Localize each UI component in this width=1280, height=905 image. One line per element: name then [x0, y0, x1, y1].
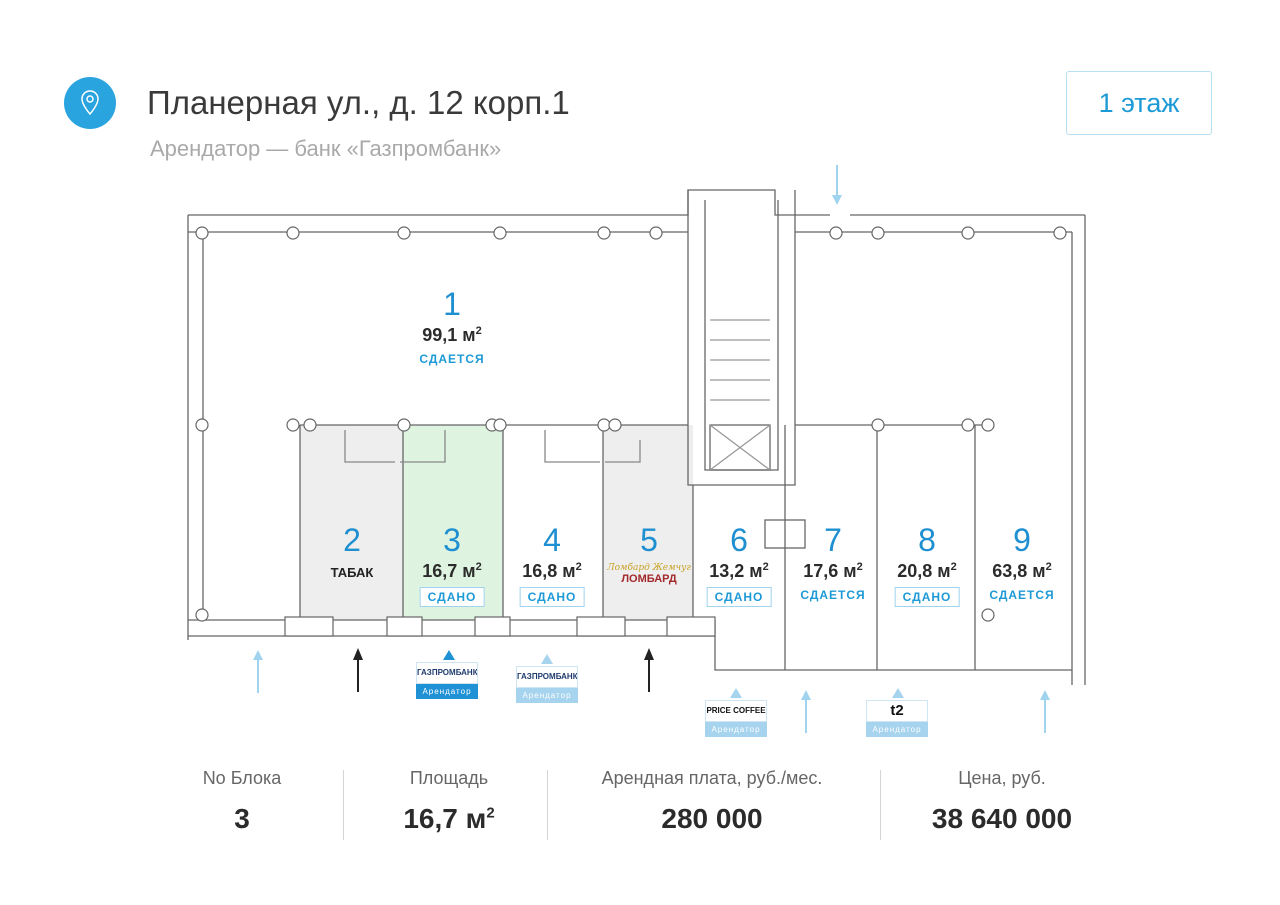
unit-area-sup: 2	[950, 561, 957, 573]
unit-area-sup: 2	[856, 561, 863, 573]
tenant-label: Арендатор	[516, 688, 578, 703]
unit-6[interactable]: 6 13,2 м2 СДАНО	[706, 522, 772, 607]
divider	[547, 770, 548, 840]
tenant-subtitle: Арендатор — банк «Газпромбанк»	[150, 136, 502, 161]
unit-status: СДАЕТСЯ	[419, 352, 485, 366]
summary-value: 3	[234, 803, 250, 834]
unit-number: 3	[443, 522, 461, 558]
unit-area-sup: 2	[762, 561, 769, 573]
unit-8[interactable]: 8 20,8 м2 СДАНО	[894, 522, 960, 607]
unit-status: СДАНО	[419, 587, 485, 607]
unit-area-sup: 2	[475, 325, 482, 337]
lombard-logo-script: Ломбард Жемчуг	[607, 563, 691, 573]
unit-number: 4	[543, 522, 561, 558]
unit-area-sup: 2	[1045, 561, 1052, 573]
unit-area-sup: 2	[475, 561, 482, 573]
unit-status: СДАЕТСЯ	[800, 588, 866, 602]
tenant-badge-price-coffee[interactable]: PRICE COFFEE Арендатор	[705, 700, 767, 737]
tenant-label: Арендатор	[705, 722, 767, 737]
summary-label: Цена, руб.	[958, 768, 1046, 788]
tenant-badge-t2[interactable]: t2 Арендатор	[866, 700, 928, 737]
tenant-badge-gazprombank[interactable]: ГАЗПРОМБАНК Арендатор	[416, 662, 478, 699]
unit-status: СДАЕТСЯ	[989, 588, 1055, 602]
unit-1[interactable]: 1 99,1 м2 СДАЕТСЯ	[419, 287, 484, 366]
gazprombank-logo: ГАЗПРОМБАНК	[516, 666, 578, 688]
unit-tenant-tag: ЛОМБАРД	[621, 573, 677, 585]
unit-number: 7	[824, 522, 842, 558]
unit-2[interactable]: 2 ТАБАК	[331, 523, 374, 580]
summary-value: 38 640 000	[931, 803, 1073, 834]
summary-area-sup: 2	[486, 804, 495, 822]
unit-status: СДАНО	[706, 587, 772, 607]
summary-label: Площадь	[409, 768, 489, 788]
floor-plan	[187, 165, 1086, 733]
gazprombank-logo: ГАЗПРОМБАНК	[416, 662, 478, 684]
floor-selector-button[interactable]: 1 этаж	[1066, 71, 1212, 135]
unit-5-fill	[603, 425, 693, 620]
unit-9[interactable]: 9 63,8 м2 СДАЕТСЯ	[989, 523, 1054, 602]
unit-area: 13,2 м	[709, 561, 763, 581]
page-title: Планерная ул., д. 12 корп.1	[147, 84, 570, 121]
unit-number: 2	[343, 522, 361, 558]
unit-3[interactable]: 3 16,7 м2 СДАНО	[419, 522, 485, 607]
price-coffee-logo: PRICE COFFEE	[705, 700, 767, 722]
unit-7[interactable]: 7 17,6 м2 СДАЕТСЯ	[800, 523, 865, 602]
unit-tenant-tag: ТАБАК	[330, 565, 374, 580]
unit-status: СДАНО	[894, 587, 960, 607]
unit-number: 1	[443, 286, 461, 322]
summary-price: Цена, руб. 38 640 000	[932, 768, 1072, 835]
unit-area: 17,6 м	[803, 561, 857, 581]
unit-number: 6	[730, 522, 748, 558]
location-pin-icon	[64, 77, 116, 129]
unit-area-sup: 2	[575, 561, 582, 573]
unit-area: 16,8 м	[522, 561, 576, 581]
divider	[343, 770, 344, 840]
t2-logo: t2	[866, 700, 928, 722]
summary-area: Площадь 16,7 м2	[403, 768, 494, 835]
unit-5[interactable]: 5 Ломбард Жемчуг ЛОМБАРД	[607, 523, 691, 585]
divider	[880, 770, 881, 840]
unit-area: 99,1 м	[422, 325, 476, 345]
tenant-label: Арендатор	[416, 684, 478, 699]
unit-number: 5	[640, 522, 658, 558]
unit-area: 63,8 м	[992, 561, 1046, 581]
unit-area: 20,8 м	[897, 561, 951, 581]
summary-value: 16,7 м	[403, 803, 487, 834]
summary-block-number: No Блока 3	[203, 768, 282, 835]
summary-rent: Арендная плата, руб./мес. 280 000	[602, 768, 823, 835]
tenant-badge-gazprombank[interactable]: ГАЗПРОМБАНК Арендатор	[516, 666, 578, 703]
unit-2-fill	[300, 425, 403, 620]
summary-value: 280 000	[661, 803, 763, 834]
unit-4[interactable]: 4 16,8 м2 СДАНО	[519, 522, 585, 607]
unit-number: 9	[1013, 522, 1031, 558]
summary-label: Арендная плата, руб./мес.	[601, 768, 823, 788]
unit-number: 8	[918, 522, 936, 558]
unit-status: СДАНО	[519, 587, 585, 607]
tenant-label: Арендатор	[866, 722, 928, 737]
summary-label: No Блока	[202, 768, 282, 788]
unit-area: 16,7 м	[422, 561, 476, 581]
